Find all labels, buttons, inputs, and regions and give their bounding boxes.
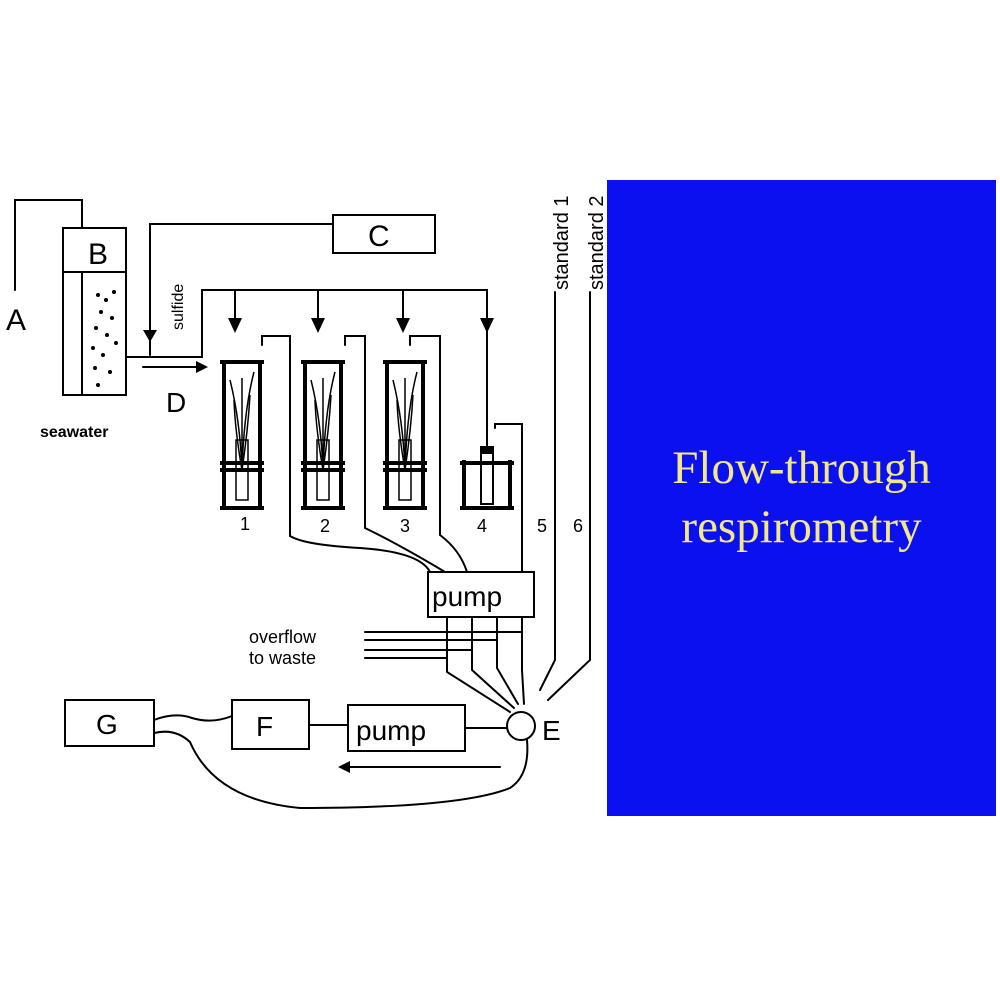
drop-4-arrow-head xyxy=(480,318,494,333)
label-line-5: 5 xyxy=(537,516,547,536)
label-to-waste: to waste xyxy=(249,648,316,668)
chamber-1 xyxy=(220,360,264,510)
pump-line-1 xyxy=(446,616,511,713)
pump-line-4 xyxy=(521,616,525,705)
label-sulfide: sulfide xyxy=(170,284,187,330)
standard-2-line xyxy=(547,291,591,701)
bubble xyxy=(94,326,98,330)
label-a: A xyxy=(6,304,26,337)
standard-1-line xyxy=(539,291,556,691)
drop-3-arrow-head xyxy=(396,318,410,333)
g-return-line xyxy=(153,730,529,810)
label-line-6: 6 xyxy=(573,516,583,536)
label-pump-bottom: pump xyxy=(356,715,426,746)
title: Flow-through respirometry xyxy=(672,439,931,557)
label-e: E xyxy=(542,715,561,746)
label-b: B xyxy=(88,238,108,271)
chamber-3 xyxy=(383,360,427,510)
chamber-3-outlet xyxy=(409,335,468,573)
label-c: C xyxy=(368,220,390,253)
sulfide-arrow-head xyxy=(143,330,157,342)
title-panel: Flow-through respirometry xyxy=(607,180,996,816)
f-to-g-line xyxy=(153,714,233,722)
reservoir-b xyxy=(62,227,127,396)
drop-2-arrow-head xyxy=(311,318,325,333)
valve-e xyxy=(506,711,536,741)
return-arrow-head xyxy=(338,761,350,773)
tube-a xyxy=(14,199,83,291)
bubble xyxy=(112,290,116,294)
box-c xyxy=(332,214,436,254)
bubble xyxy=(108,370,112,374)
chamber-2 xyxy=(301,360,345,510)
label-d: D xyxy=(166,387,186,418)
bubble xyxy=(114,341,118,345)
label-standard-1: standard 1 xyxy=(551,195,573,290)
pump-top-box xyxy=(427,571,535,618)
label-overflow: overflow xyxy=(249,627,317,647)
label-chamber-3: 3 xyxy=(400,516,410,536)
label-chamber-4: 4 xyxy=(477,516,487,536)
chamber-4 xyxy=(460,330,514,510)
box-g xyxy=(64,699,155,747)
bubble xyxy=(93,366,97,370)
title-line-2: respirometry xyxy=(681,501,922,553)
bubble xyxy=(110,316,114,320)
label-chamber-1: 1 xyxy=(240,514,250,534)
chamber-4-outlet xyxy=(494,423,523,573)
drop-1-arrow-head xyxy=(228,318,242,333)
pump-line-2 xyxy=(471,616,515,709)
sulfide-line xyxy=(149,223,334,356)
bubble xyxy=(105,333,109,337)
label-chamber-2: 2 xyxy=(320,516,330,536)
bubble xyxy=(101,353,105,357)
title-line-1: Flow-through xyxy=(672,442,931,495)
bubble xyxy=(99,310,103,314)
chamber-2-outlet xyxy=(344,335,446,573)
label-standard-2: standard 2 xyxy=(586,195,608,290)
bubble xyxy=(96,383,100,387)
seawater-outflow xyxy=(125,289,488,358)
label-g: G xyxy=(96,709,118,740)
bubble xyxy=(104,298,108,302)
label-f: F xyxy=(256,711,273,742)
label-seawater: seawater xyxy=(40,424,109,441)
bubble xyxy=(96,293,100,297)
label-pump-top: pump xyxy=(432,581,502,612)
bubble xyxy=(91,346,95,350)
pump-line-3 xyxy=(496,616,519,705)
chamber-1-outlet xyxy=(261,335,431,573)
d-arrow-head xyxy=(196,361,208,373)
